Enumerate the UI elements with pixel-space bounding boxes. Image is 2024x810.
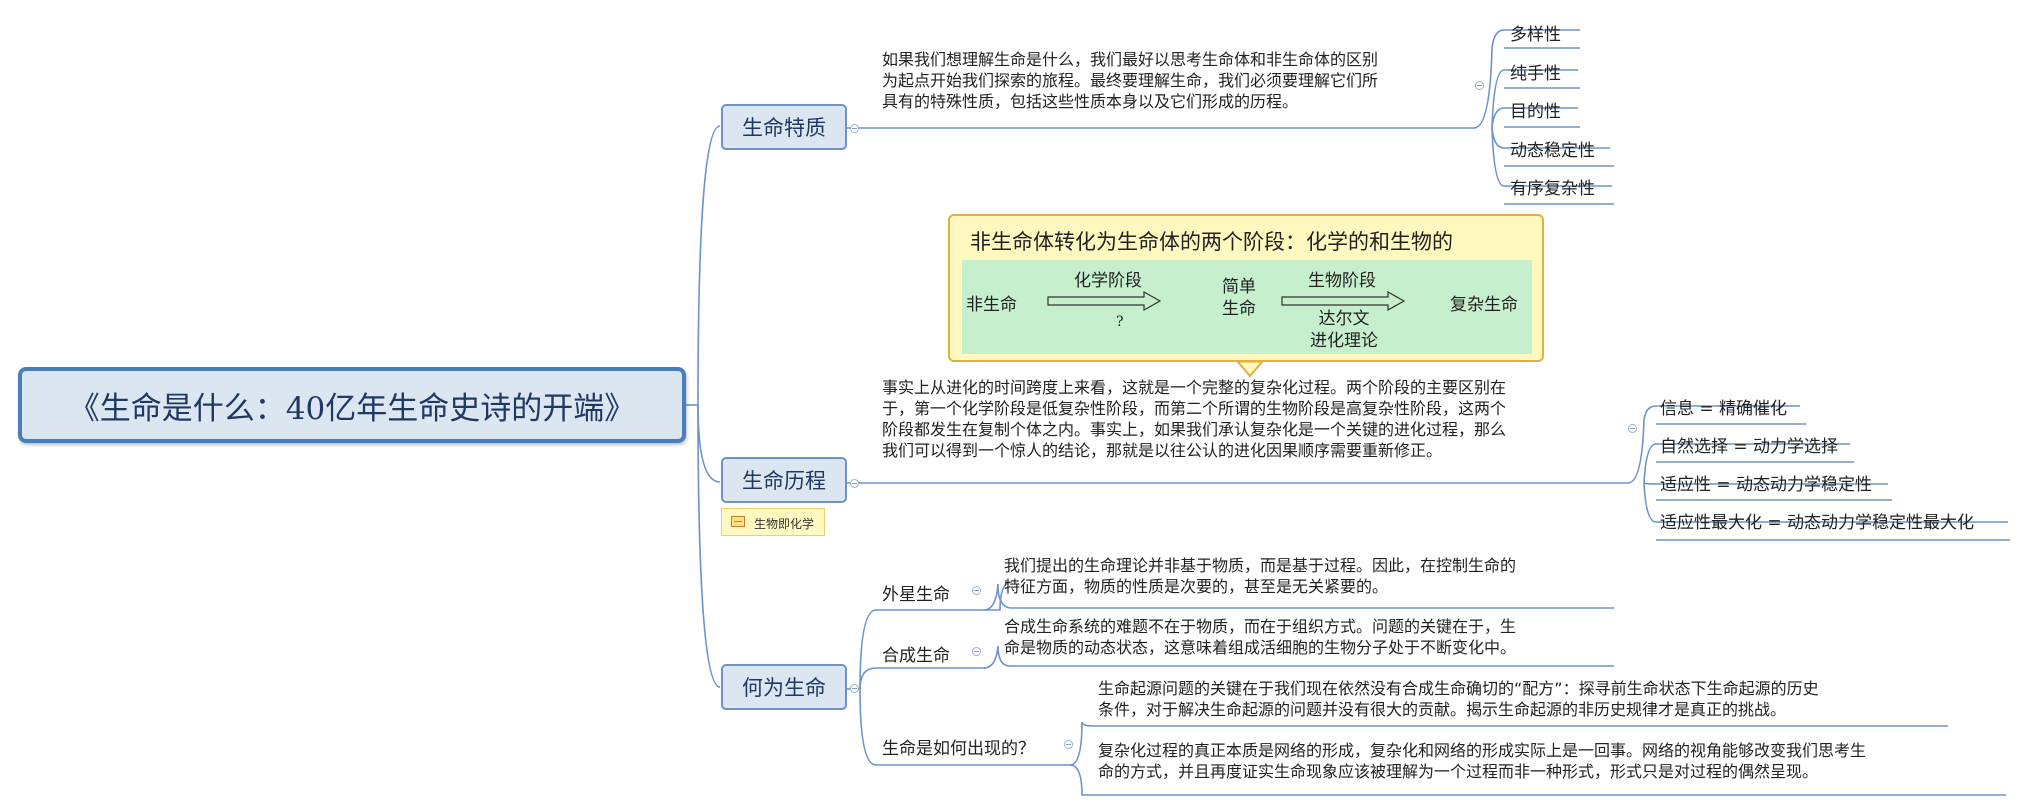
topic-what-is-life[interactable]: 何为生命 <box>721 664 847 710</box>
collapse-icon[interactable] <box>972 647 981 656</box>
alien-life-text: 我们提出的生命理论并非基于物质，而是基于过程。因此，在控制生命的 特征方面，物质… <box>1004 556 1517 596</box>
leaf-chirality[interactable]: 纯手性 <box>1510 64 1561 84</box>
leaf-fitness[interactable]: 适应性 = 动态动力学稳定性 <box>1660 475 1873 495</box>
topic-life-history[interactable]: 生命历程 <box>721 457 847 503</box>
synthetic-life-text: 合成生命系统的难题不在于物质，而在于组织方式。问题的关键在于，生 命是物质的动态… <box>1004 617 1517 657</box>
collapse-icon[interactable] <box>1628 424 1637 433</box>
leaf-fitness-max[interactable]: 适应性最大化 = 动态动力学稳定性最大化 <box>1660 513 1975 533</box>
label-complex-life: 复杂生命 <box>1450 295 1518 315</box>
origin-life-text-2: 复杂化过程的真正本质是网络的形成，复杂化和网络的形成实际上是一回事。网络的视角能… <box>1098 741 1867 781</box>
callout-two-stages[interactable]: 非生命体转化为生命体的两个阶段：化学的和生物的 非生命 化学阶段 ? 简单 生命… <box>948 214 1544 362</box>
label-simple-life: 简单 生命 <box>1222 277 1256 319</box>
label-darwin: 达尔文 进化理论 <box>1310 309 1378 351</box>
topic-life-traits[interactable]: 生命特质 <box>721 104 847 150</box>
label-question: ? <box>1116 314 1124 330</box>
leaf-natural-selection[interactable]: 自然选择 = 动力学选择 <box>1660 437 1839 457</box>
leaf-purpose[interactable]: 目的性 <box>1510 102 1561 122</box>
label-bio-stage: 生物阶段 <box>1308 271 1376 291</box>
collapse-icon[interactable] <box>850 124 859 133</box>
collapse-icon[interactable] <box>850 479 859 488</box>
callout-title: 非生命体转化为生命体的两个阶段：化学的和生物的 <box>970 230 1453 254</box>
leaf-information[interactable]: 信息 = 精确催化 <box>1660 399 1788 419</box>
root-title: 《生命是什么：40亿年生命史诗的开端》 <box>68 390 636 427</box>
note-icon <box>731 516 745 527</box>
collapse-icon[interactable] <box>1064 740 1073 749</box>
label-chem-stage: 化学阶段 <box>1074 271 1142 291</box>
topic-label: 生命历程 <box>742 469 826 493</box>
note-biology-is-chemistry[interactable]: 生物即化学 <box>721 508 825 536</box>
collapse-icon[interactable] <box>1475 81 1484 90</box>
topic-label: 生命特质 <box>742 116 826 140</box>
subtopic-origin-of-life[interactable]: 生命是如何出现的？ <box>882 739 1035 759</box>
leaf-ordered-complexity[interactable]: 有序复杂性 <box>1510 179 1595 199</box>
stage-diagram: 非生命 化学阶段 ? 简单 生命 生物阶段 达尔文 进化理论 复杂生命 <box>962 260 1532 354</box>
root-topic[interactable]: 《生命是什么：40亿年生命史诗的开端》 <box>18 367 686 443</box>
origin-life-text-1: 生命起源问题的关键在于我们现在依然没有合成生命确切的“配方”：探寻前生命状态下生… <box>1098 679 1819 719</box>
topic-description: 如果我们想理解生命是什么，我们最好以思考生命体和非生命体的区别 为起点开始我们探… <box>882 50 1379 111</box>
subtopic-synthetic-life[interactable]: 合成生命 <box>882 646 950 666</box>
subtopic-alien-life[interactable]: 外星生命 <box>882 585 950 605</box>
collapse-icon[interactable] <box>850 684 859 693</box>
label-nonlife: 非生命 <box>966 295 1017 315</box>
leaf-diversity[interactable]: 多样性 <box>1510 25 1561 45</box>
topic-label: 何为生命 <box>742 676 826 700</box>
stage-arrows <box>1047 290 1406 312</box>
topic-description: 事实上从进化的时间跨度上来看，这就是一个完整的复杂化过程。两个阶段的主要区别在 … <box>882 378 1507 460</box>
leaf-dynamic-stability[interactable]: 动态稳定性 <box>1510 141 1595 161</box>
collapse-icon[interactable] <box>972 586 981 595</box>
